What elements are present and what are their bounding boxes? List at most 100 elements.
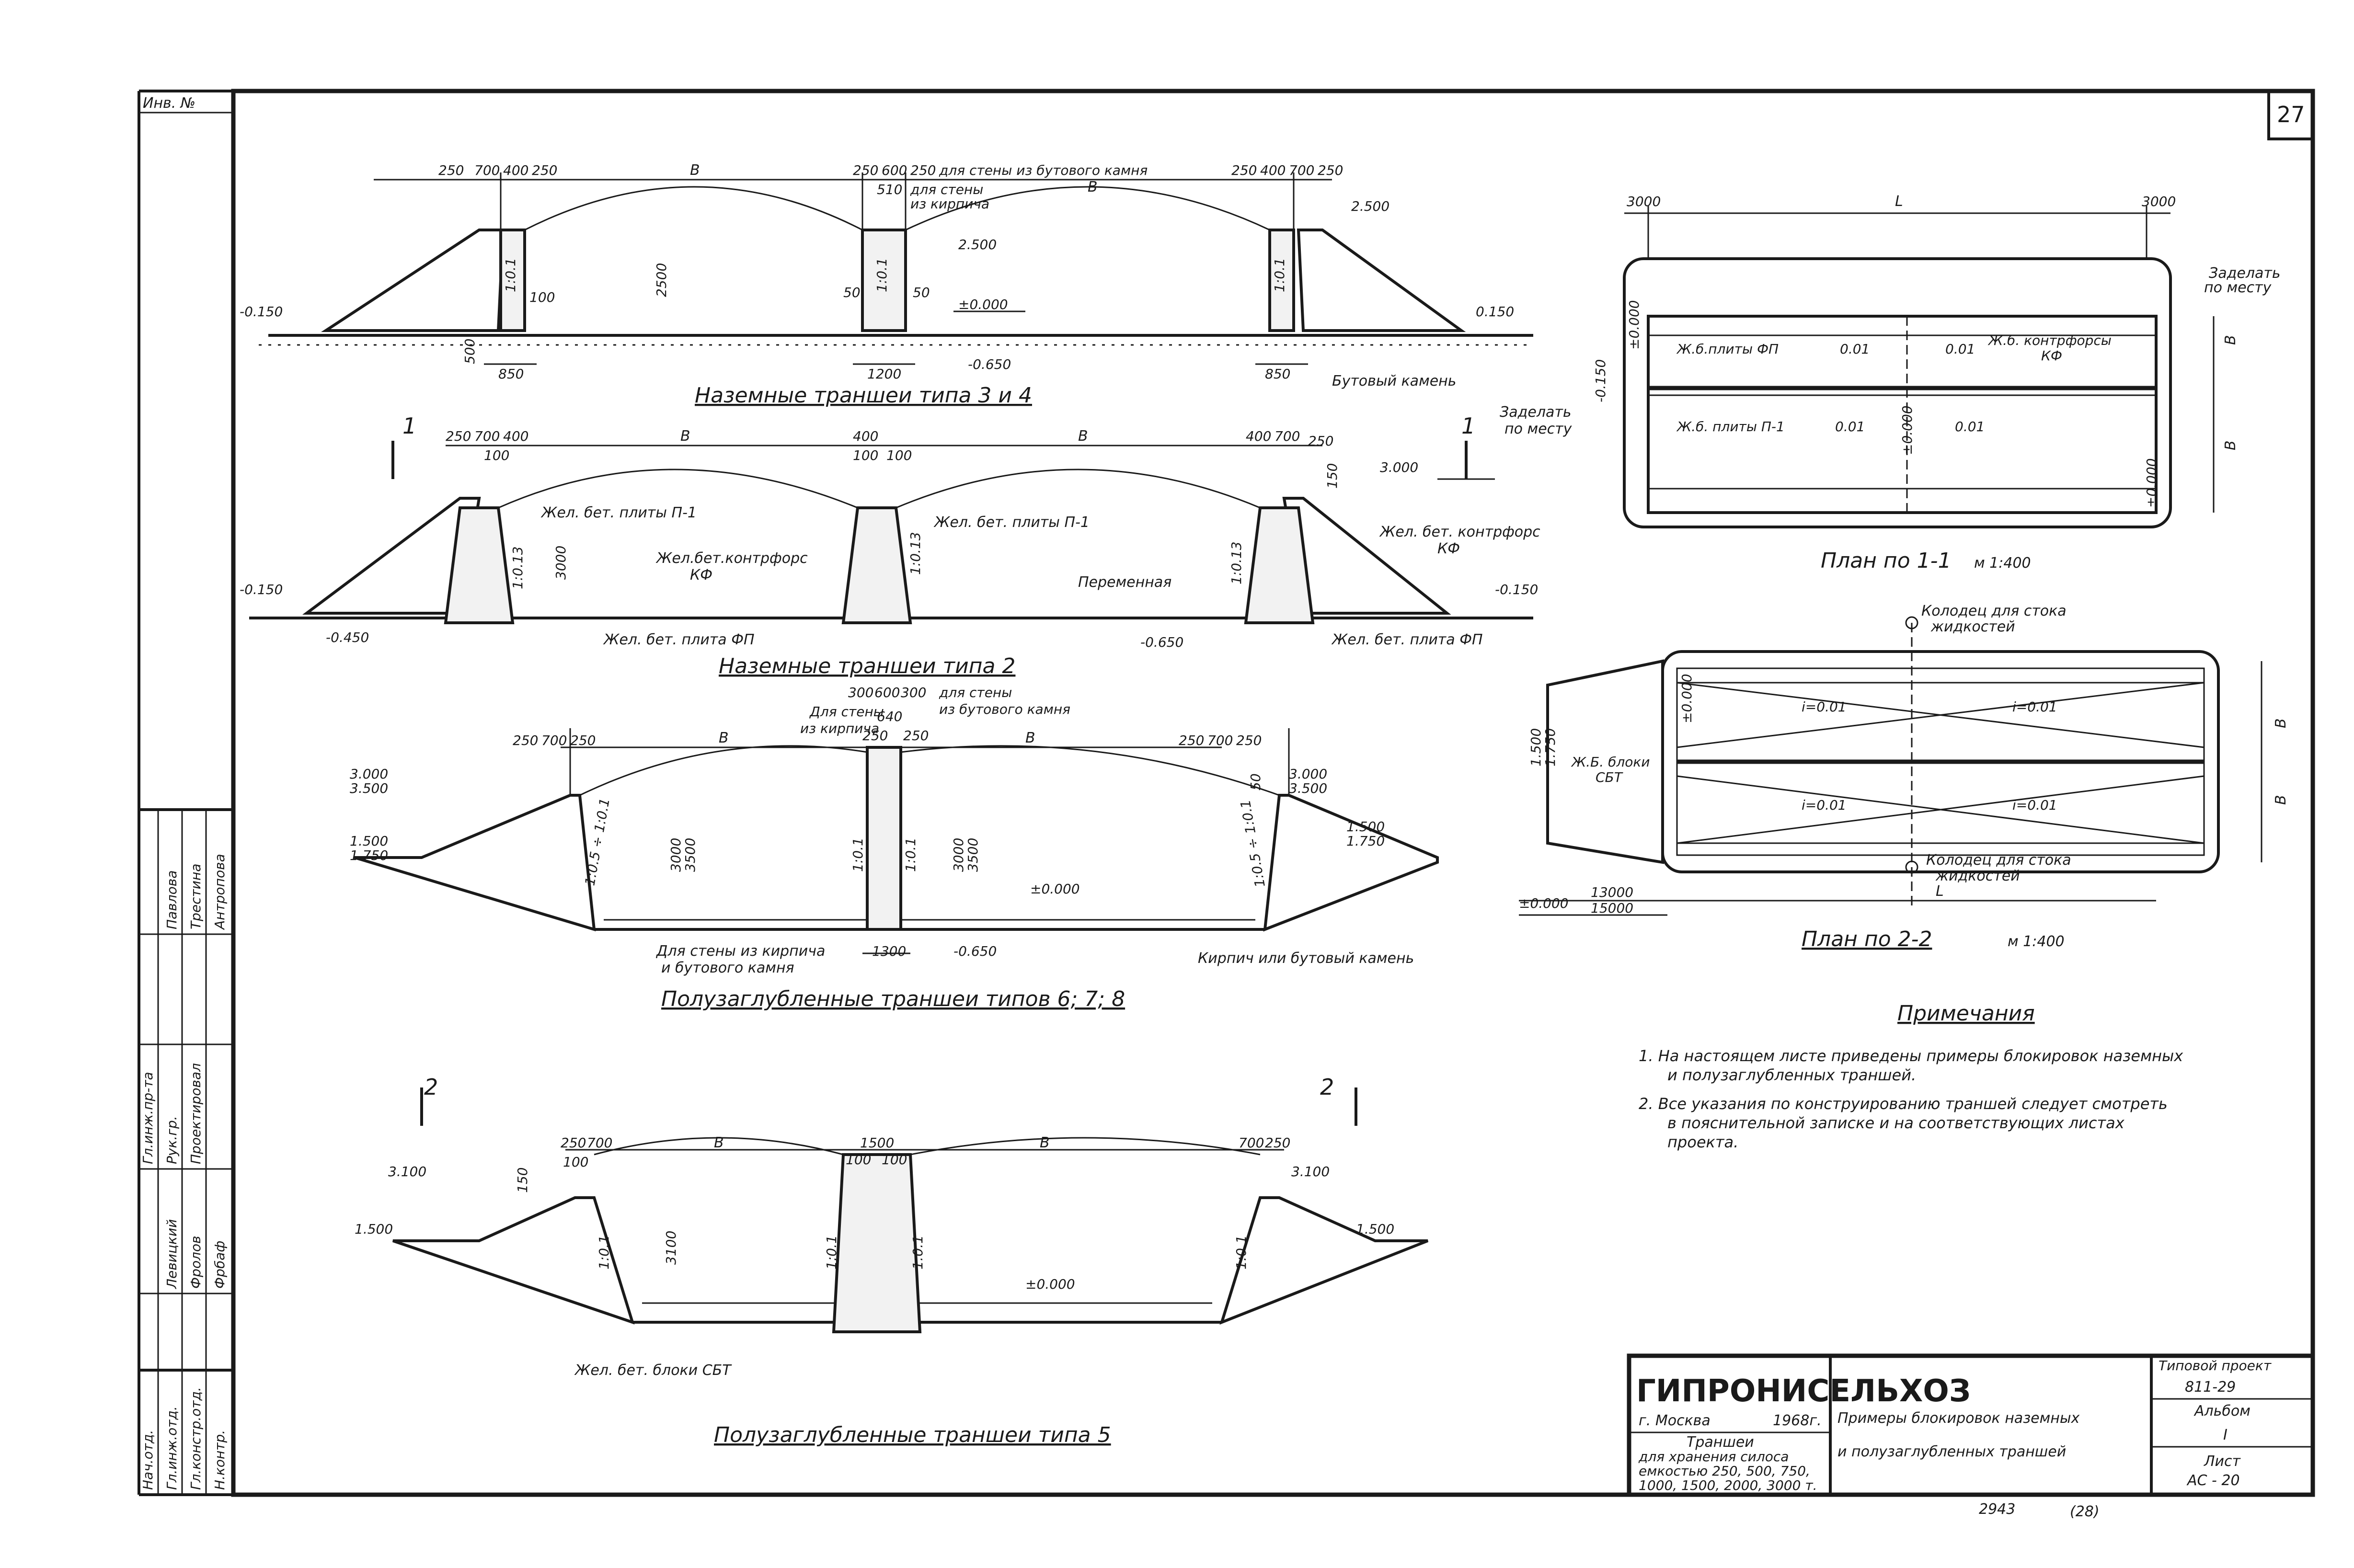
notes-line-1: 1. На настоящем листе приведены примеры … [1639,1047,2183,1065]
p1-label-fix-right: Заделать [2209,265,2281,282]
s4-slope-3: 1:0.1 [910,1235,926,1270]
s2-mark-neg0150-right: -0.150 [1495,582,1538,597]
inventory-label: Инв. № [143,95,195,112]
s3-dim-700b: 700 [1207,732,1233,748]
p2-dim-13000: 13000 [1591,884,1633,900]
s3-mark-3500-left: 3.500 [350,780,388,796]
tb-year: 1968г. [1773,1412,1822,1429]
s1-callout-stone: Бутовый камень [1332,373,1456,389]
archive-number: 2943 [1979,1501,2015,1518]
p1-dim-b2: В [2222,440,2239,450]
s3-slope-right: 1:0.5 ÷ 1:0.1 [1237,799,1268,889]
s4-dim-250a: 250 [561,1135,586,1151]
side-name-4: Левицкий [164,1219,180,1289]
s4-slope-2: 1:0.1 [824,1235,839,1270]
s1-dim-700a: 700 [474,162,500,178]
p1-mark-zero-3: ±0.000 [2144,458,2159,508]
s3-dim-250b: 250 [903,728,929,744]
s3-mark-1500-right: 1.500 [1346,819,1385,835]
s3-dim-1300: 1300 [872,943,906,959]
s3-height-3000-left: 3000 [668,838,684,872]
notes-line-2: и полузаглубленных траншей. [1667,1066,1916,1084]
s1-dim-400a: 400 [503,162,528,178]
s1-slope-right: 1:0.1 [1272,258,1287,292]
tb-subject-4: 1000, 1500, 2000, 3000 т. [1639,1477,1817,1493]
s1-dim-250e: 250 [1231,162,1257,178]
s2-slope-left: 1:0.13 [510,546,526,589]
s4-dim-250b: 250 [1265,1135,1290,1151]
p2-mark-zero-1: ±0.000 [1679,674,1695,723]
s2-dim-400c: 400 [1246,428,1271,444]
s3-dim-250f: 250 [1236,732,1262,748]
tb-subject-3: емкостью 250, 500, 750, [1639,1463,1810,1479]
s2-label-slab-fp-right: Жел. бет. плита ФП [1331,631,1483,648]
p2-mark-zero-2: ±0.000 [1519,895,1569,911]
s2-label-buttress-left: Жел.бет.контрфорс [655,550,808,567]
s4-dim-b2: В [1040,1134,1050,1151]
s4-dim-100b: 100 [846,1152,871,1167]
p2-slope-1: i=0.01 [1802,699,1847,715]
p1-mark-zero-2: ±0.000 [1899,405,1915,455]
s3-label-brick-or-stone: Кирпич или бутовый камень [1198,950,1414,967]
s3-mark-3000-right: 3.000 [1289,766,1327,782]
s4-mark-1500-left: 1.500 [355,1221,393,1237]
s3-mark-zero: ±0.000 [1030,881,1080,897]
s1-dim-b2: В [1088,179,1098,195]
s3-dim-250e: 250 [1179,732,1204,748]
s2-dim-100a: 100 [484,447,509,463]
p1-label-slab-p1: Ж.б. плиты П-1 [1676,419,1785,435]
p1-dim-3000-left: 3000 [1627,194,1661,209]
p2-label-liquids-bottom: жидкостей [1935,868,2020,884]
s2-cut-left: 1 [402,413,416,439]
s4-dim-100a: 100 [563,1154,588,1170]
p1-label-kf: КФ [2041,348,2062,364]
s3-dim-700a: 700 [541,732,567,748]
side-role-2: Рук.гр. [164,1116,180,1164]
s3-slope-wall-left: 1:0.1 [850,837,866,872]
tb-sheet-title-2: и полузаглубленных траншей [1837,1443,2066,1460]
p1-slope-4: 0.01 [1955,419,1985,435]
s4-label-blocks: Жел. бет. блоки СБТ [574,1362,732,1379]
section1-drawing [259,172,1533,365]
s2-dim-400a: 400 [503,428,528,444]
p2-dim-b2: В [2273,795,2289,805]
plan2-drawing [1519,616,2262,916]
s1-dim-b1: В [690,162,700,179]
s2-mark-neg0650: -0.650 [1140,634,1183,650]
s1-mark-2500-right: 2.500 [1351,198,1389,214]
tb-subject-2: для хранения силоса [1638,1449,1789,1465]
s4-mark-3100-left: 3.100 [388,1164,426,1179]
s3-dim-300a: 300 [848,685,873,700]
s4-cut-left: 2 [424,1074,438,1100]
p1-slope-2: 0.01 [1945,341,1975,357]
s1-caption: Наземные траншеи типа 3 и 4 [695,383,1032,408]
s4-dim-700a: 700 [587,1135,612,1151]
s3-mark-1750-left: 1.750 [350,847,388,863]
p1-label-fix-left: Заделать [1500,404,1572,421]
s1-mark-2500-mid: 2.500 [958,237,997,252]
s2-dim-100b: 100 [853,447,878,463]
side-name-6: Фрбаф [212,1241,228,1289]
section3-drawing [354,728,1439,954]
side-name-2: Трестина [188,864,204,929]
s3-slope-left: 1:0.5 ÷ 1:0.1 [582,797,613,887]
tb-city: г. Москва [1639,1412,1711,1429]
s2-mark-neg0450: -0.450 [326,629,369,645]
s3-mark-3500-right: 3.500 [1289,780,1327,796]
tb-sheet-title-1: Примеры блокировок наземных [1837,1410,2080,1427]
p1-label-slab-fp: Ж.б.плиты ФП [1676,341,1779,357]
s3-mark-neg0650: -0.650 [953,943,997,959]
s3-dim-250c: 250 [513,732,538,748]
p1-mark-neg0150: -0.150 [1593,359,1608,402]
s2-label-buttress-right: Жел. бет. контрфорс [1379,524,1540,540]
side-role-7: Н.контр. [212,1430,228,1490]
s2-mark-3000: 3.000 [1380,459,1418,475]
side-name-1: Павлова [164,870,180,929]
s2-dim-100c: 100 [886,447,912,463]
p1-dim-b1: В [2222,335,2239,345]
s4-slope-1: 1:0.1 [596,1235,612,1270]
s2-slope-mid: 1:0.13 [907,532,923,575]
s3-mark-3000-left: 3.000 [350,766,388,782]
p1-caption: План по 1-1 [1821,549,1951,573]
p2-caption: План по 2-2 [1802,927,1932,951]
